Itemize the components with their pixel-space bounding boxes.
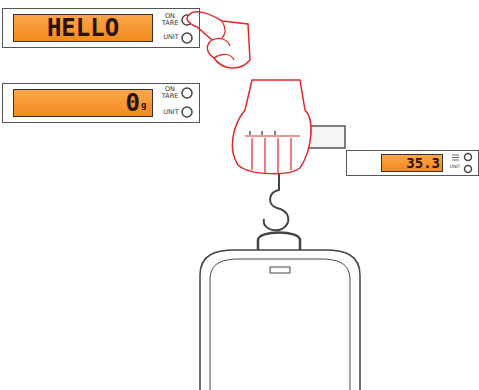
display-reading: HELLO [14,15,152,41]
unit-button [465,166,472,173]
pressing-hand [187,12,250,68]
tare-button [465,154,472,161]
unit-button [182,33,192,43]
tare-icon [452,155,459,160]
display-reading: g [141,92,151,117]
finger-lines [212,21,234,60]
button-label: ON TARE [159,13,181,27]
button-label: ON TARE [159,86,181,100]
scale-body: 35.3UNIT [346,150,479,176]
display-reading: 0 [122,90,140,116]
holding-hand [232,80,311,174]
button-label: UNIT [447,165,463,170]
lcd-display: 35.3 [381,154,443,172]
scale-body: 0g ON TARE UNIT [2,83,200,123]
bag-seam [210,259,350,390]
bag-body [200,250,360,390]
display-reading: 35.3 [382,155,440,171]
lcd-display: HELLO [13,14,153,42]
hook [264,174,289,230]
unit-button [182,107,192,117]
bag-slot [270,267,290,273]
button-label: UNIT [160,109,182,116]
handle-marks [250,131,275,135]
tare-button [182,88,192,98]
finger-lines [245,136,300,173]
bag-handle [258,233,300,253]
scale-body: HELLO ON TARE UNIT [2,8,200,48]
button-label: UNIT [160,34,182,41]
lcd-display: 0g [13,89,153,117]
